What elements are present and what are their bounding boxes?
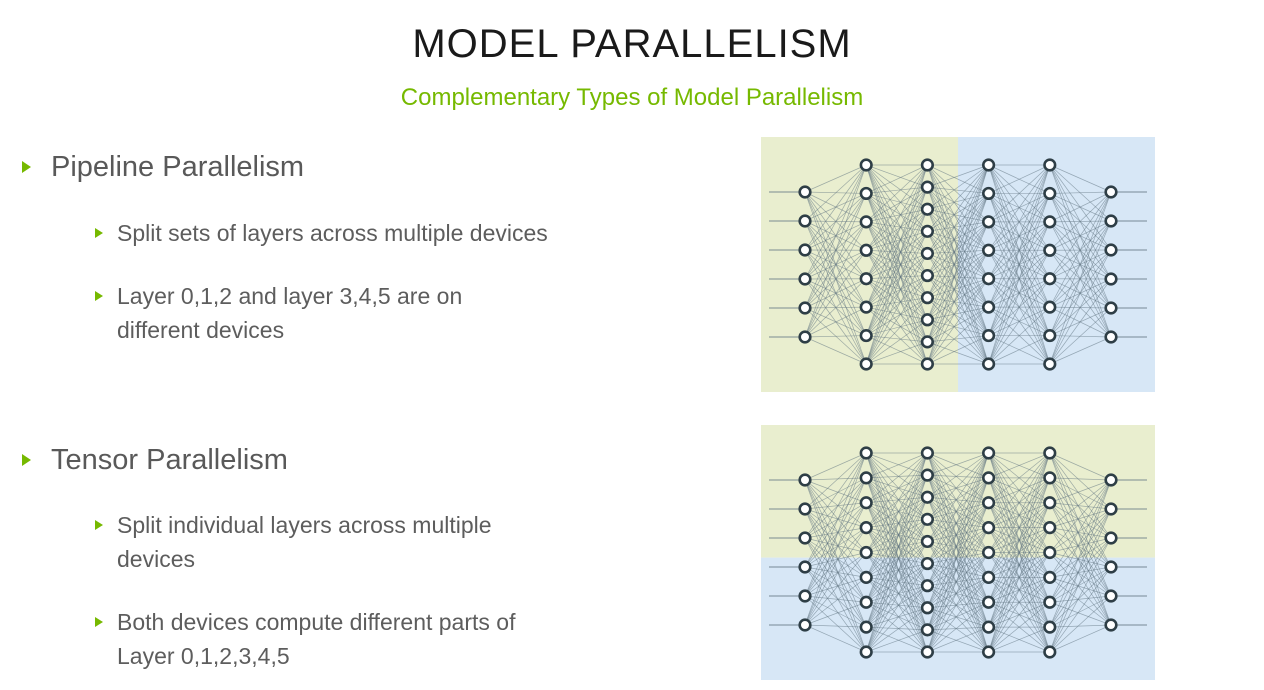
tensor-bullet-2: Both devices compute different parts of … <box>95 605 515 673</box>
slide-subtitle: Complementary Types of Model Parallelism <box>400 84 864 111</box>
pipeline-bullet-2-text: Layer 0,1,2 and layer 3,4,5 are on diffe… <box>117 283 463 343</box>
bullet-triangle-icon <box>95 228 103 238</box>
pipeline-bullet-2: Layer 0,1,2 and layer 3,4,5 are on diffe… <box>95 279 462 347</box>
bullet-triangle-icon <box>95 617 103 627</box>
slide-title: MODEL PARALLELISM <box>412 22 852 66</box>
pipeline-bullet-1-text: Split sets of layers across multiple dev… <box>117 220 548 246</box>
bullet-triangle-icon <box>95 291 103 301</box>
section-heading-pipeline: Pipeline Parallelism <box>51 151 305 183</box>
tensor-parallelism-network-diagram <box>761 425 1155 680</box>
bullet-triangle-icon <box>22 161 31 173</box>
tensor-bullet-1-text: Split individual layers across multiple … <box>117 512 492 572</box>
pipeline-bullet-1: Split sets of layers across multiple dev… <box>95 216 548 250</box>
bullet-triangle-icon <box>22 454 31 466</box>
tensor-bullet-2-text: Both devices compute different parts of … <box>117 609 516 669</box>
section-heading-tensor: Tensor Parallelism <box>51 444 288 476</box>
section-tensor-parallelism: Tensor Parallelism <box>22 443 288 477</box>
section-pipeline-parallelism: Pipeline Parallelism <box>22 150 304 184</box>
bullet-triangle-icon <box>95 520 103 530</box>
pipeline-parallelism-network-diagram <box>761 137 1155 392</box>
tensor-bullet-1: Split individual layers across multiple … <box>95 508 492 576</box>
